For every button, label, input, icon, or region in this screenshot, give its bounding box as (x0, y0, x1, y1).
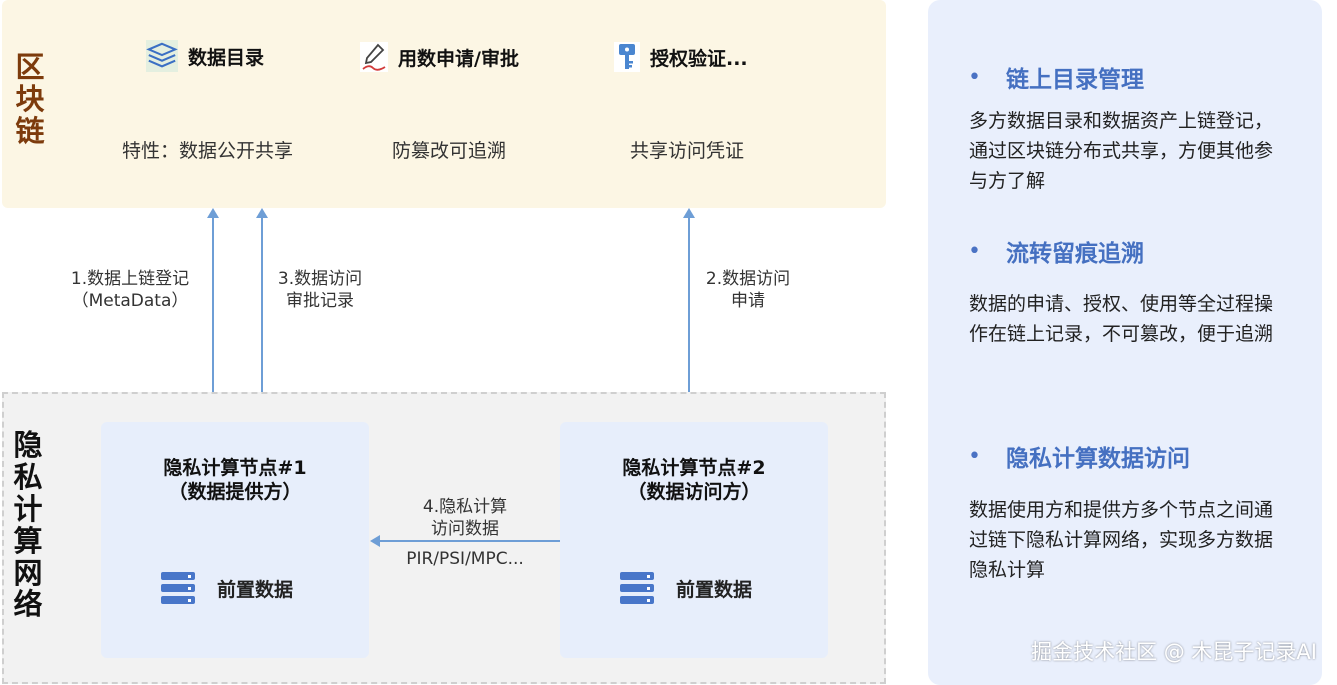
arrow-3-head (256, 208, 268, 218)
feature-data-catalog: 数据目录 (146, 40, 264, 72)
edge-label-line: 审批记录 (286, 291, 354, 311)
arrow-1-line (212, 218, 214, 424)
edge-label-line: 2.数据访问 (705, 269, 791, 289)
node-subtitle: （数据访问方） (627, 481, 761, 503)
feature-sub: 防篡改可追溯 (392, 140, 507, 162)
section-head-privacy: • 隐私计算数据访问 (968, 439, 1190, 473)
edge-label-line: 申请 (731, 291, 765, 311)
watermark: 掘金技术社区 @ 木昆子记录AI (1031, 640, 1317, 664)
edge-label-line: 1.数据上链登记 (70, 269, 190, 289)
key-icon (614, 42, 640, 72)
section-desc: 数据的申请、授权、使用等全过程操作在链上记录，不可篡改，便于追溯 (969, 293, 1274, 345)
section-title: 流转留痕追溯 (1006, 241, 1144, 267)
arrow-4-head (370, 535, 380, 547)
blockchain-side-title: 区块链 (15, 50, 45, 148)
privacy-network-side-title: 隐私计算网络 (13, 428, 43, 622)
edge-label-line: 4.隐私计算 (422, 497, 508, 517)
right-summary-panel (928, 0, 1322, 685)
database-icon (161, 572, 195, 604)
arrow-3-line (261, 218, 263, 424)
edge-label-1: 1.数据上链登记 （MetaData） (60, 268, 200, 312)
section-title: 隐私计算数据访问 (1006, 446, 1190, 472)
node-front-data: 前置数据 (161, 572, 293, 604)
edge-label-3: 3.数据访问 审批记录 (268, 268, 372, 312)
section-desc: 数据使用方和提供方多个节点之间通过链下隐私计算网络，实现多方数据隐私计算 (969, 499, 1274, 581)
node-title: 隐私计算节点#1 (163, 457, 307, 479)
arrow-1-head (207, 208, 219, 218)
feature-authorization: 授权验证... (614, 42, 748, 72)
feature-usage-approval: 用数申请/审批 (360, 42, 519, 72)
feature-label: 数据目录 (188, 46, 265, 69)
section-title: 链上目录管理 (1006, 67, 1144, 93)
section-desc: 多方数据目录和数据资产上链登记，通过区块链分布式共享，方便其他参与方了解 (969, 110, 1274, 192)
edge-label-line: 3.数据访问 (277, 269, 363, 289)
arrow-2-head (683, 208, 695, 218)
node-title: 隐私计算节点#2 (622, 457, 766, 479)
bullet: • (968, 238, 981, 264)
edge-label-line: 访问数据 (431, 519, 499, 539)
privacy-node-2: 隐私计算节点#2 （数据访问方） 前置数据 (560, 422, 828, 658)
database-icon (620, 572, 654, 604)
pen-sign-icon (360, 42, 388, 72)
bullet: • (968, 64, 981, 90)
blockchain-panel (2, 0, 886, 208)
edge-label-line: （MetaData） (71, 291, 189, 311)
arrow-4-line (380, 540, 560, 542)
edge-label-2: 2.数据访问 申请 (696, 268, 800, 312)
arrow-2-line (688, 218, 690, 424)
section-head-trace: • 流转留痕追溯 (968, 234, 1144, 268)
edge-label-4: 4.隐私计算 访问数据 (398, 496, 532, 540)
node-subtitle: （数据提供方） (168, 481, 302, 503)
feature-label: 授权验证... (650, 47, 748, 70)
front-data-label: 前置数据 (217, 578, 294, 601)
layers-icon (146, 40, 178, 72)
feature-label: 用数申请/审批 (398, 47, 519, 70)
section-head-catalog: • 链上目录管理 (968, 60, 1144, 94)
privacy-node-1: 隐私计算节点#1 （数据提供方） 前置数据 (101, 422, 369, 658)
feature-sub: 共享访问凭证 (630, 140, 745, 162)
feature-sub: 特性：数据公开共享 (122, 140, 294, 162)
edge-label-4-protocols: PIR/PSI/MPC... (406, 549, 524, 569)
front-data-label: 前置数据 (676, 578, 753, 601)
node-front-data: 前置数据 (620, 572, 752, 604)
bullet: • (968, 443, 981, 469)
